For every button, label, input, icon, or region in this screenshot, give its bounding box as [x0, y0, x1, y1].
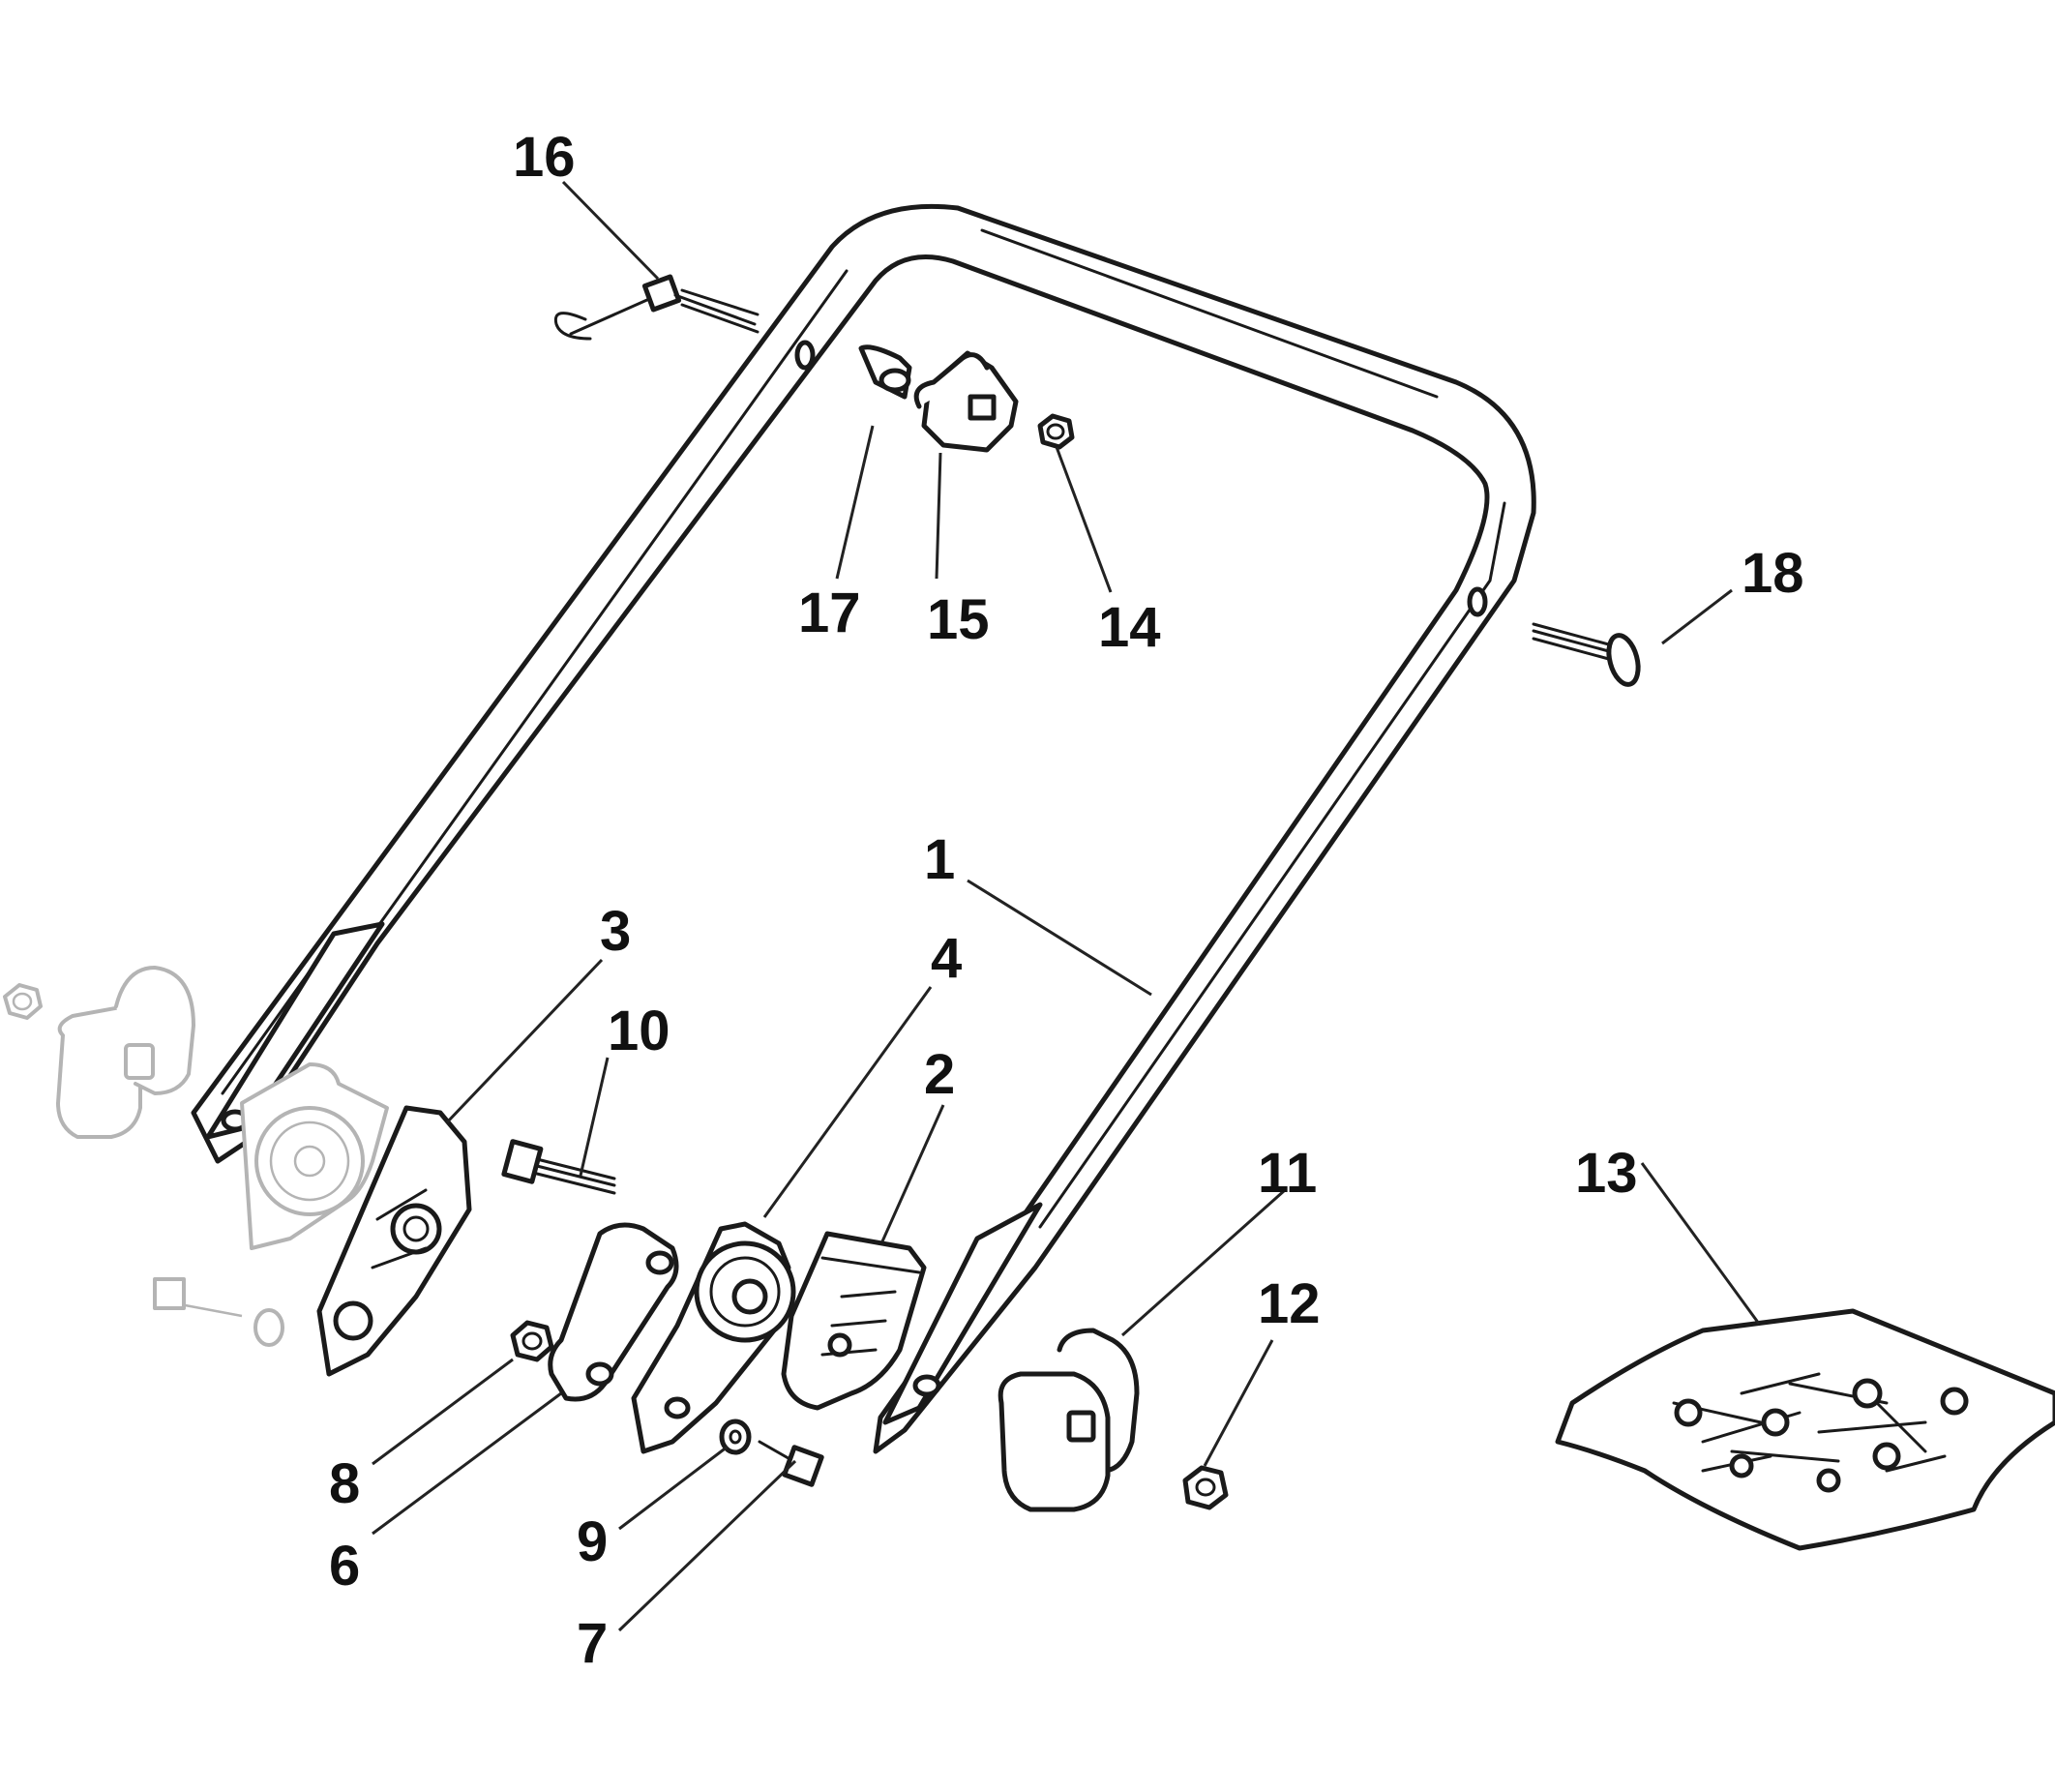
leader-8: [372, 1358, 514, 1466]
leader-18: [1661, 588, 1733, 645]
callout-9: 9: [577, 1510, 608, 1573]
leader-13: [1640, 1162, 1761, 1325]
callout-11: 11: [1258, 1142, 1317, 1205]
callout-4: 4: [931, 927, 962, 990]
carriage-bolt-part: [1532, 622, 1641, 687]
callout-18: 18: [1742, 542, 1804, 605]
washer-part-9: [719, 1419, 752, 1455]
callout-7: 7: [577, 1612, 608, 1675]
callout-1: 1: [924, 828, 955, 891]
callout-13: 13: [1575, 1142, 1638, 1205]
callout-6: 6: [329, 1535, 360, 1598]
callout-17: 17: [798, 582, 861, 644]
leader-16: [561, 180, 660, 281]
hardware-bag-part: [1555, 1308, 2055, 1551]
callout-2: 2: [924, 1043, 955, 1106]
callout-10: 10: [608, 1000, 670, 1062]
pin-with-clip-part: [553, 274, 759, 341]
handle-bar-part: [191, 203, 1536, 1454]
callout-15: 15: [927, 588, 990, 651]
callout-12: 12: [1258, 1272, 1321, 1335]
leader-14: [1055, 446, 1113, 593]
leader-15: [935, 452, 942, 580]
leader-17: [835, 425, 875, 580]
small-knob-part: [858, 344, 912, 400]
callout-16: 16: [513, 126, 576, 189]
callout-8: 8: [329, 1452, 360, 1515]
leader-3: [445, 958, 604, 1124]
right-bracket-part: [631, 1221, 796, 1454]
link-bar-part: [548, 1222, 679, 1402]
leader-12: [1203, 1339, 1274, 1467]
hex-bolt-part-7: [758, 1440, 824, 1487]
leader-2: [880, 1104, 945, 1242]
leader-10: [579, 1057, 610, 1177]
callout-3: 3: [600, 900, 631, 963]
leader-9: [618, 1445, 729, 1531]
left-bracket-part: [316, 1105, 472, 1377]
leader-6: [372, 1391, 562, 1536]
leader-4: [762, 986, 933, 1218]
hex-bolt-part-10: [501, 1139, 616, 1195]
nut-part-8: [510, 1320, 554, 1362]
ghost-left-parts: [3, 966, 389, 1347]
hand-knob-part: [998, 1328, 1140, 1512]
callout-numbers: 1 2 3 4 6 7 8 9 10 11 12 13 14 15 16 17 …: [329, 126, 1804, 1675]
nut-part-12: [1182, 1465, 1229, 1510]
callout-14: 14: [1098, 596, 1161, 659]
leader-7: [617, 1459, 797, 1632]
ratchet-block-part: [781, 1231, 927, 1411]
star-knob-part: [913, 350, 1019, 453]
leader-11: [1121, 1188, 1286, 1337]
leader-1: [967, 879, 1152, 997]
leader-lines: [372, 180, 1761, 1632]
nut-part-14: [1037, 413, 1075, 450]
